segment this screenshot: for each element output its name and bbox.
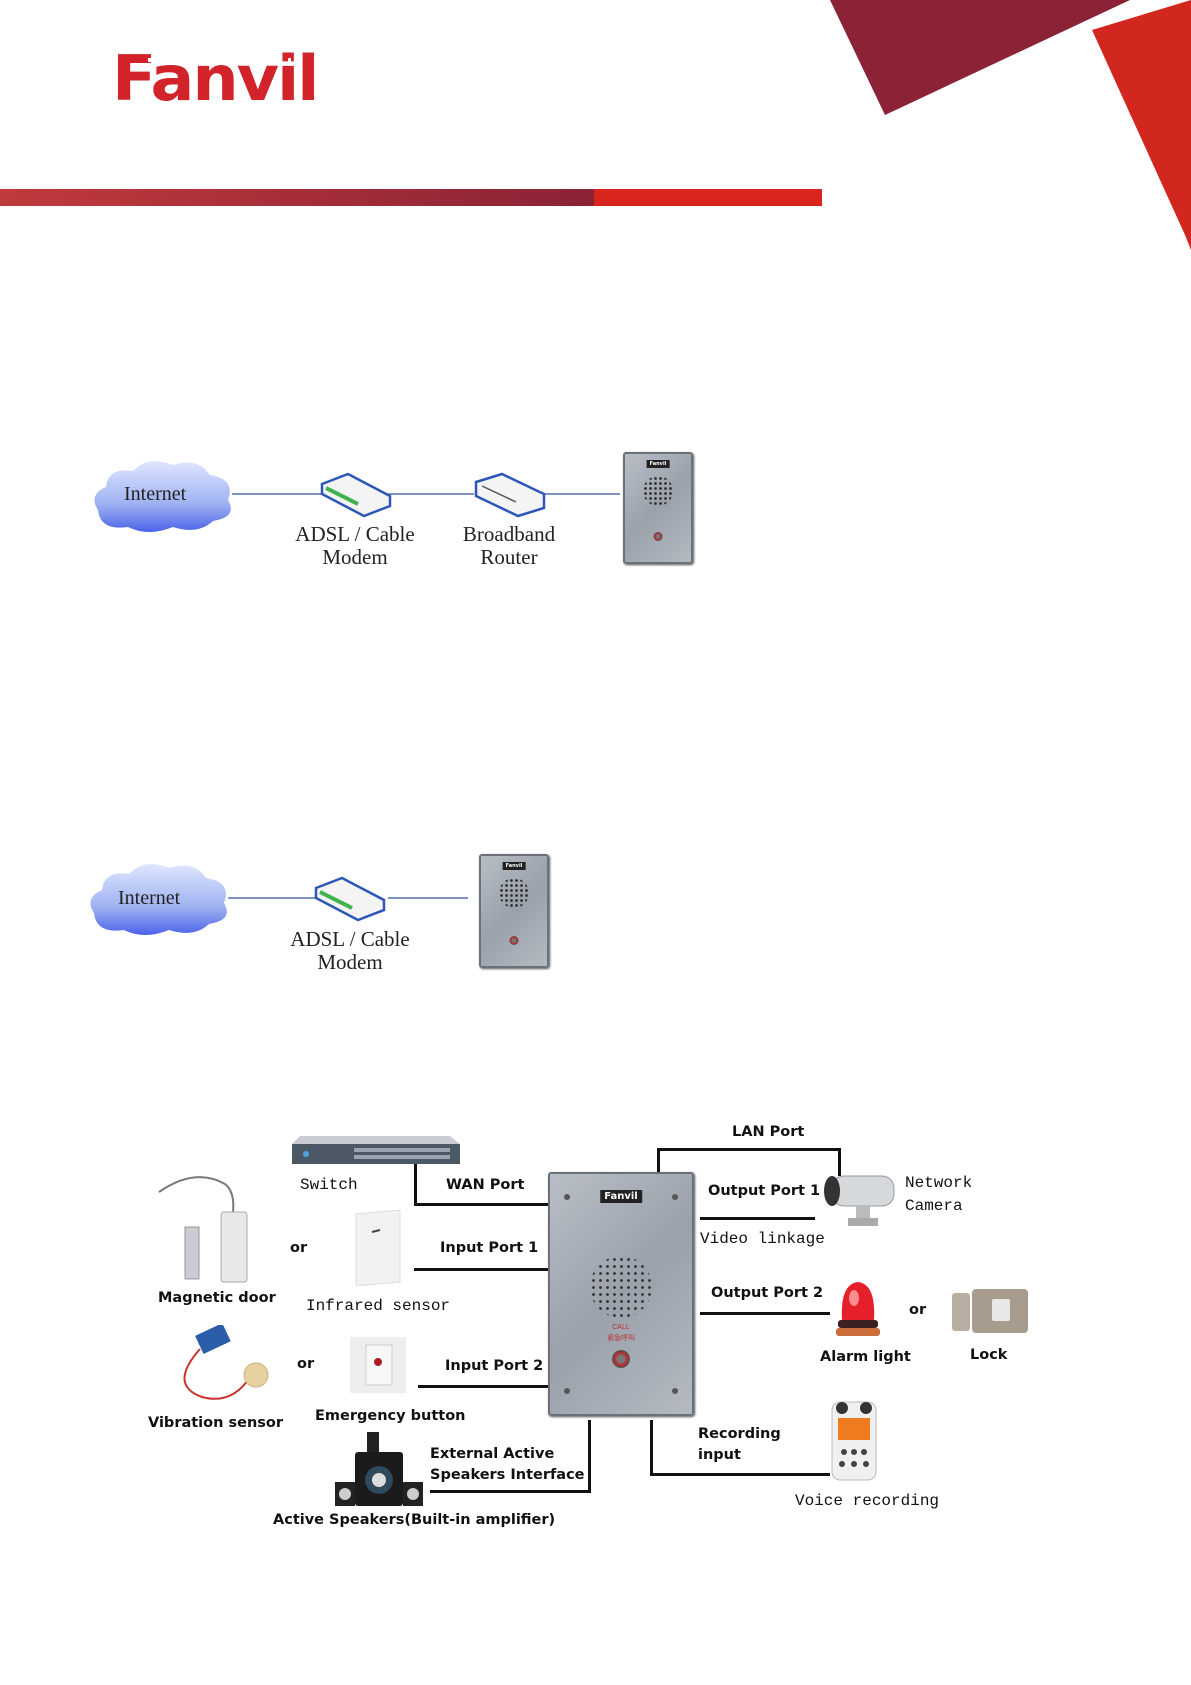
modem-label-line2: Modem (322, 545, 388, 569)
screw (564, 1388, 570, 1394)
internet-cloud-icon (94, 461, 231, 532)
internet-label: Internet (124, 483, 187, 505)
screw (672, 1388, 678, 1394)
switch-label: Switch (300, 1176, 358, 1194)
or-label: or (290, 1240, 308, 1256)
modem-label: ADSL / Cable Modem (280, 523, 430, 569)
network-diagram-direct: Internet ADSL / Cable Modem Fanvil (90, 854, 549, 974)
link-internet-modem (228, 897, 318, 899)
output-port-1-label: Output Port 1 (708, 1183, 821, 1199)
router-label-line1: Broadband (462, 522, 556, 546)
infrared-sensor-label: Infrared sensor (306, 1297, 451, 1315)
network-camera-label-line2: Camera (905, 1197, 963, 1215)
input-port-1-label: Input Port 1 (440, 1240, 539, 1256)
internet-cloud-icon (90, 864, 227, 935)
speakers-interface-label-line1: External Active (430, 1446, 555, 1462)
intercom-device-icon: Fanvil CALL 紧急呼叫 (548, 1172, 694, 1416)
voice-recorder-icon (831, 1401, 877, 1481)
input-port-2-label: Input Port 2 (445, 1358, 544, 1374)
call-label: CALL (612, 1324, 630, 1331)
modem-label: ADSL / Cable Modem (275, 928, 425, 974)
wan-wire (414, 1160, 417, 1205)
active-speakers-icon (335, 1432, 423, 1506)
vibration-sensor-label: Vibration sensor (148, 1415, 284, 1431)
emergency-button-icon (350, 1337, 406, 1393)
switch-icon (292, 1136, 460, 1164)
internet-label: Internet (118, 887, 181, 909)
modem-label-line2: Modem (317, 950, 383, 974)
alarm-light-icon (836, 1282, 880, 1336)
logo-text: Fanvil (112, 42, 320, 115)
input1-wire (414, 1268, 548, 1271)
intercom-device-icon: Fanvil (479, 854, 549, 968)
call-button (653, 532, 663, 541)
modem-label-line1: ADSL / Cable (290, 927, 410, 951)
screw (564, 1194, 570, 1200)
lock-icon (952, 1289, 1028, 1333)
intercom-device-icon: Fanvil (623, 452, 693, 564)
active-speakers-label: Active Speakers(Built-in amplifier) (273, 1512, 556, 1528)
modem-icon (314, 876, 386, 922)
call-label-cn: 紧急呼叫 (607, 1335, 635, 1342)
link-modem-intercom (388, 897, 468, 899)
or-label: or (909, 1302, 927, 1318)
emergency-button-label: Emergency button (315, 1408, 466, 1424)
speakers-interface-label-line2: Speakers Interface (430, 1467, 585, 1483)
network-camera-label: Network Camera (905, 1172, 972, 1218)
device-brand-badge: Fanvil (600, 1190, 642, 1203)
wan-wire (414, 1203, 548, 1206)
lan-wire (657, 1148, 840, 1151)
speaker-wire (430, 1490, 591, 1493)
output-port-2-label: Output Port 2 (711, 1285, 824, 1301)
speaker-grille (590, 1256, 652, 1318)
speaker-grille (643, 476, 673, 506)
network-diagram-router: Internet ADSL / Cable Modem Broadband Ro… (0, 0, 1191, 600)
device-brand-badge: Fanvil (502, 862, 526, 870)
call-button (612, 1350, 630, 1368)
voice-recording-label: Voice recording (795, 1492, 940, 1510)
modem-icon (320, 472, 392, 518)
output2-wire (700, 1312, 830, 1315)
alarm-light-label: Alarm light (820, 1349, 911, 1365)
recording-input-label: Recording input (698, 1424, 781, 1466)
lock-label: Lock (970, 1347, 1008, 1363)
router-icon (474, 472, 546, 518)
header-bar (0, 189, 822, 206)
speakers-interface-label: External Active Speakers Interface (430, 1444, 585, 1486)
header-bar-gradient (0, 189, 594, 206)
video-linkage-label: Video linkage (700, 1230, 825, 1248)
recording-input-label-line1: Recording (698, 1426, 781, 1442)
or-label: or (297, 1356, 315, 1372)
header-bar-red (594, 189, 822, 206)
speaker-wire (588, 1420, 591, 1492)
link-modem-router (388, 493, 474, 495)
fanvil-logo: Fanvil (112, 44, 320, 114)
link-internet-modem (232, 493, 322, 495)
recording-wire (650, 1420, 653, 1475)
screw (672, 1194, 678, 1200)
logo-stripes (148, 58, 308, 62)
recording-input-label-line2: input (698, 1447, 741, 1463)
infrared-sensor-icon (355, 1210, 401, 1286)
lan-port-label: LAN Port (732, 1124, 805, 1140)
lan-wire (838, 1148, 841, 1176)
magnetic-door-label: Magnetic door (158, 1290, 276, 1306)
lan-wire (657, 1148, 660, 1172)
input2-wire (418, 1385, 548, 1388)
speaker-grille (499, 878, 529, 908)
router-label-line2: Router (480, 545, 538, 569)
network-camera-icon (824, 1175, 895, 1226)
wan-port-label: WAN Port (446, 1177, 525, 1193)
network-camera-label-line1: Network (905, 1174, 973, 1192)
magnetic-door-icon (158, 1176, 248, 1283)
router-label: Broadband Router (434, 523, 584, 569)
link-router-intercom (540, 493, 620, 495)
output1-wire (700, 1217, 815, 1220)
recording-wire (650, 1473, 830, 1476)
vibration-sensor-icon (183, 1325, 269, 1400)
modem-label-line1: ADSL / Cable (295, 522, 415, 546)
device-brand-badge: Fanvil (646, 460, 670, 468)
call-button (509, 936, 519, 945)
